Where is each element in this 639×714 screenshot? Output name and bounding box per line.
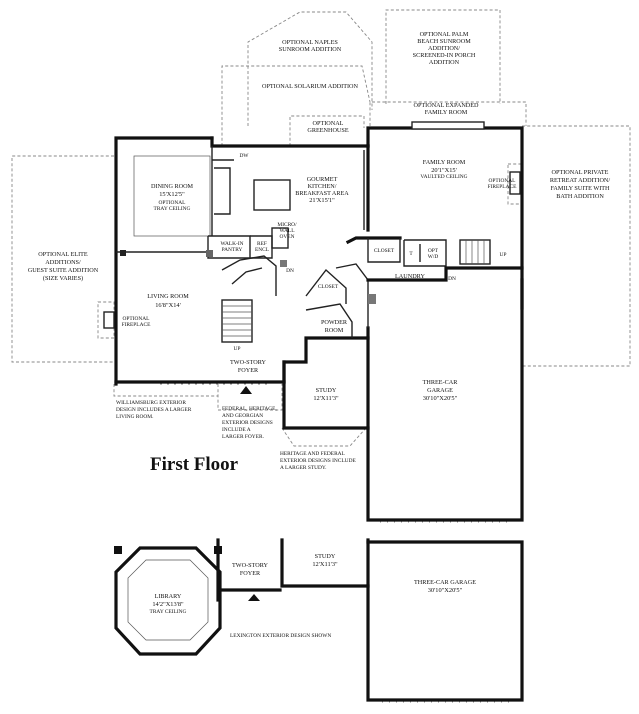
- label-library-tray: TRAY CEILING: [150, 609, 187, 615]
- note-heritage-2: EXTERIOR DESIGNS INCLUDE: [280, 458, 356, 464]
- note-federal-5: LARGER FOYER.: [222, 434, 264, 440]
- label-study-dim: 12'X11'3": [313, 395, 339, 402]
- label-laundry: LAUNDRY: [395, 273, 425, 280]
- label-greenhouse-2: GREENHOUSE: [307, 127, 348, 134]
- note-federal-3: EXTERIOR DESIGNS: [222, 420, 273, 426]
- label-garage-dim: 30'10"X20'5": [423, 395, 458, 402]
- label-naples-2: SUNROOM ADDITION: [279, 46, 342, 53]
- label-micro-2: WALL: [280, 228, 295, 234]
- label-study2-dim: 12'X11'3": [312, 561, 338, 568]
- label-retreat-1: OPTIONAL PRIVATE: [552, 169, 609, 176]
- label-micro-1: MICRO/: [277, 222, 297, 228]
- label-foyer-1: TWO-STORY: [230, 359, 267, 366]
- note-federal-1: FEDERAL, HERITAGE,: [222, 406, 277, 412]
- label-garage2: THREE-CAR GARAGE: [414, 579, 476, 586]
- label-kitchen-dim: 21'X15'1": [309, 197, 335, 204]
- label-foyer-2: FOYER: [238, 367, 259, 374]
- label-up-main: UP: [234, 346, 241, 352]
- label-palm-2: BEACH SUNROOM: [417, 38, 471, 45]
- note-williamsburg-1: WILLIAMSBURG EXTERIOR: [116, 400, 186, 406]
- label-foyer2-2: FOYER: [240, 570, 261, 577]
- label-vaulted: VAULTED CEILING: [420, 174, 467, 180]
- label-dn-laundry: DN: [448, 276, 456, 282]
- label-fp-right-2: FIREPLACE: [488, 184, 517, 190]
- note-federal-2: AND GEORGIAN: [222, 413, 263, 419]
- label-elite-3: GUEST SUITE ADDITION: [28, 267, 99, 274]
- label-garage-1: THREE-CAR: [423, 379, 459, 386]
- label-optwd-1: OPT: [428, 248, 439, 254]
- label-retreat-2: RETREAT ADDITION/: [550, 177, 610, 184]
- label-micro-3: OVEN: [280, 234, 295, 240]
- label-powder-1: POWDER: [321, 319, 348, 326]
- label-ref-1: REF: [257, 241, 267, 247]
- label-expanded-1: OPTIONAL EXPANDED: [413, 102, 479, 109]
- label-ref-2: ENCL: [255, 247, 269, 253]
- label-closet-top: CLOSET: [374, 248, 395, 254]
- label-retreat-4: BATH ADDITION: [556, 193, 604, 200]
- label-fp-right-1: OPTIONAL: [489, 178, 516, 184]
- lower-labels: LIBRARY 14'2"X13'8" TRAY CEILING TWO-STO…: [150, 553, 477, 615]
- label-family: FAMILY ROOM: [423, 159, 466, 166]
- note-williamsburg-2: DESIGN INCLUDES A LARGER: [116, 407, 192, 413]
- label-tray-2: TRAY CEILING: [154, 206, 191, 212]
- label-family-dim: 20'1"X15': [431, 167, 457, 174]
- label-pantry-1: WALK-IN: [220, 241, 243, 247]
- label-kitchen-2: KITCHEN/: [308, 183, 337, 190]
- design-notes: WILLIAMSBURG EXTERIOR DESIGN INCLUDES A …: [116, 400, 356, 471]
- note-lexington: LEXINGTON EXTERIOR DESIGN SHOWN: [230, 633, 331, 639]
- label-closet-mid: CLOSET: [318, 284, 339, 290]
- note-williamsburg-3: LIVING ROOM.: [116, 414, 153, 420]
- label-dw: DW: [240, 153, 250, 159]
- note-federal-4: INCLUDE A: [222, 427, 251, 433]
- label-dining-dim: 15'X12'5": [159, 191, 185, 198]
- label-garage2-dim: 30'10"X20'5": [428, 587, 463, 594]
- label-retreat-3: FAMILY SUITE WITH: [550, 185, 610, 192]
- label-palm-3: ADDITION/: [428, 45, 460, 52]
- label-up-family: UP: [500, 252, 507, 258]
- label-solarium: OPTIONAL SOLARIUM ADDITION: [262, 83, 359, 90]
- label-palm-1: OPTIONAL PALM: [420, 31, 469, 38]
- label-library: LIBRARY: [155, 593, 182, 600]
- label-kitchen-1: GOURMET: [307, 176, 338, 183]
- label-study: STUDY: [316, 387, 337, 394]
- label-powder-2: ROOM: [325, 327, 344, 334]
- label-dining: DINING ROOM: [151, 183, 194, 190]
- lexington-alt-plan: [114, 538, 524, 703]
- label-library-dim: 14'2"X13'8": [152, 601, 184, 608]
- label-kitchen-3: BREAKFAST AREA: [295, 190, 349, 197]
- label-living-dim: 16'8"X14': [155, 302, 181, 309]
- label-palm-4: SCREENED-IN PORCH: [413, 52, 476, 59]
- label-palm-5: ADDITION: [429, 59, 460, 66]
- plan-title: First Floor: [150, 454, 239, 475]
- label-expanded-2: FAMILY ROOM: [425, 109, 468, 116]
- label-elite-1: OPTIONAL ELITE: [38, 251, 88, 258]
- label-naples-1: OPTIONAL NAPLES: [282, 39, 338, 46]
- label-greenhouse-1: OPTIONAL: [313, 120, 344, 127]
- room-labels: OPTIONAL NAPLES SUNROOM ADDITION OPTIONA…: [28, 31, 611, 402]
- label-study2: STUDY: [315, 553, 336, 560]
- label-foyer2-1: TWO-STORY: [232, 562, 269, 569]
- label-living: LIVING ROOM: [147, 293, 189, 300]
- label-elite-4: (SIZE VARIES): [43, 275, 83, 282]
- optional-additions-outlines: [11, 9, 631, 447]
- label-pantry-2: PANTRY: [222, 247, 243, 253]
- label-fp-left-2: FIREPLACE: [122, 322, 151, 328]
- note-heritage-1: HERITAGE AND FEDERAL: [280, 451, 345, 457]
- label-tray-1: OPTIONAL: [159, 200, 186, 206]
- note-heritage-3: A LARGER STUDY.: [280, 465, 326, 471]
- label-optwd-2: W/D: [428, 254, 439, 260]
- main-walls: [103, 121, 524, 523]
- label-garage-2: GARAGE: [427, 387, 453, 394]
- label-fp-left-1: OPTIONAL: [123, 316, 150, 322]
- label-t: T: [409, 251, 413, 257]
- label-elite-2: ADDITIONS/: [45, 259, 81, 266]
- label-dn-main: DN: [286, 268, 294, 274]
